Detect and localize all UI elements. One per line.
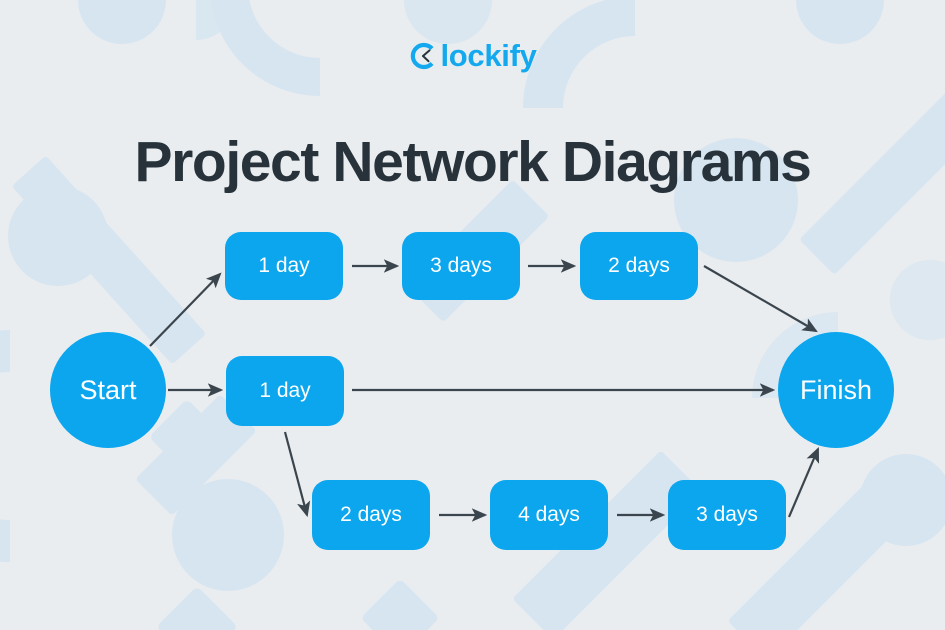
brand-name: lockify bbox=[440, 38, 537, 73]
edge-start-to-1day-top bbox=[149, 272, 222, 347]
page-title: Project Network Diagrams bbox=[134, 130, 812, 195]
node-task-4days-bottom[interactable]: 4 days bbox=[490, 480, 608, 550]
node-task-2days-top[interactable]: 2 days bbox=[580, 232, 698, 300]
edge-2days-to-finish bbox=[703, 265, 818, 333]
node-finish[interactable]: Finish bbox=[778, 332, 894, 448]
node-task-3days-bottom[interactable]: 3 days bbox=[668, 480, 786, 550]
node-task-1day-top[interactable]: 1 day bbox=[225, 232, 343, 300]
brand-logo: lockify bbox=[0, 40, 945, 75]
node-task-3days-top[interactable]: 3 days bbox=[402, 232, 520, 300]
edge-3days-to-finish bbox=[787, 447, 820, 518]
node-start[interactable]: Start bbox=[50, 332, 166, 448]
edge-1day-mid-to-2days bbox=[283, 431, 311, 518]
node-task-1day-middle[interactable]: 1 day bbox=[226, 356, 344, 426]
node-task-2days-bottom[interactable]: 2 days bbox=[312, 480, 430, 550]
clockify-clock-logo-icon bbox=[411, 42, 434, 69]
